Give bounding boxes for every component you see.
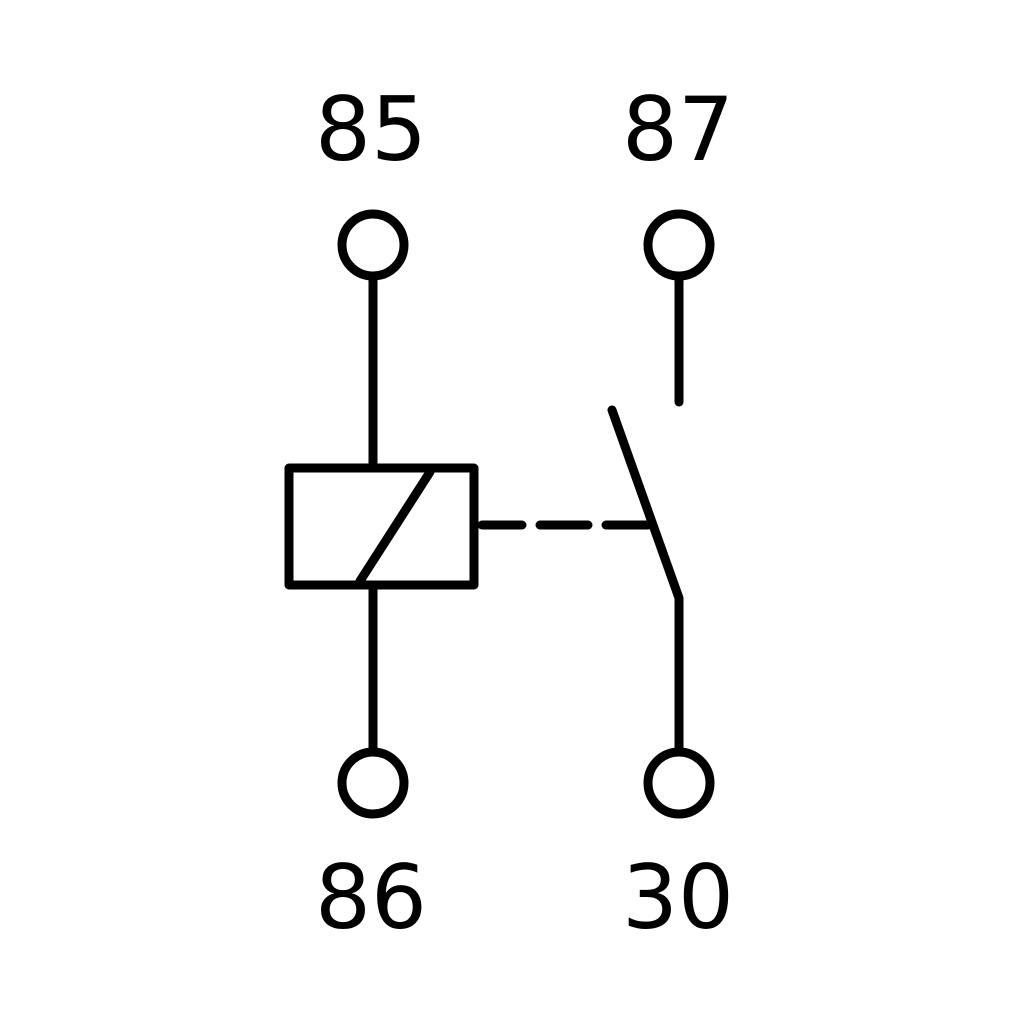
pin-label-86: 86 <box>315 846 427 949</box>
terminal-85-circle <box>337 209 409 281</box>
pin-label-87: 87 <box>622 78 734 181</box>
terminal-30-circle <box>643 747 715 819</box>
relay-coil-icon <box>284 463 479 590</box>
terminal-87-circle <box>643 209 715 281</box>
coil-diagonal <box>355 467 435 586</box>
normally-open-switch-icon <box>607 405 684 757</box>
pin-label-85: 85 <box>315 78 427 181</box>
pin-label-30: 30 <box>622 846 734 949</box>
terminal-86-circle <box>337 747 409 819</box>
